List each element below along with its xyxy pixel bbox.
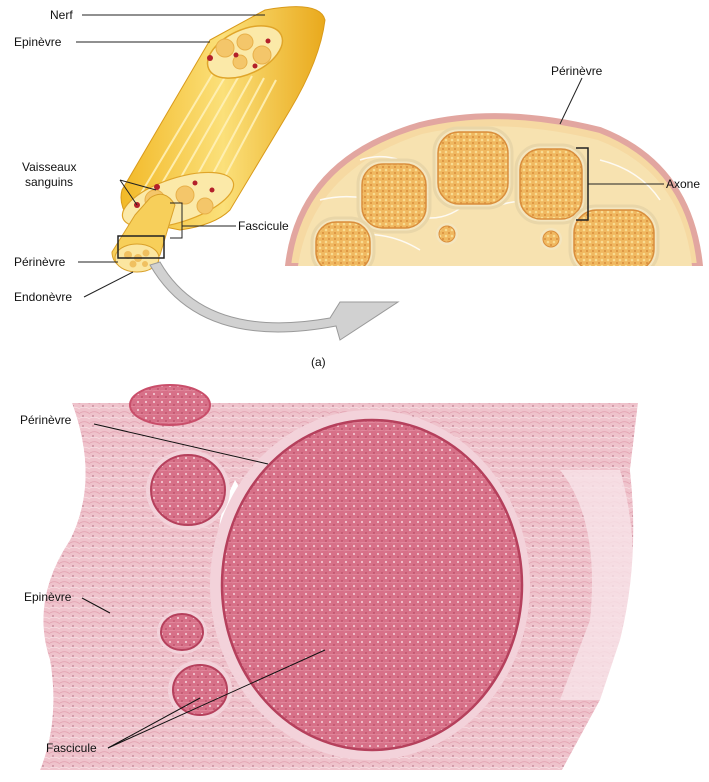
label-axone: Axone xyxy=(666,177,701,191)
label-perinevre-zoom: Périnèvre xyxy=(551,64,603,78)
label-perinevre: Périnèvre xyxy=(14,255,66,269)
label-vaisseaux-line2: sanguins xyxy=(25,175,74,189)
main-fascicle xyxy=(210,410,530,760)
micrograph-image xyxy=(0,384,709,782)
label-nerf: Nerf xyxy=(50,8,73,22)
zoom-arrow xyxy=(149,261,400,341)
micro-label-perinevre: Périnèvre xyxy=(20,413,72,427)
fascicle-protrusion xyxy=(111,193,176,273)
magnified-cross-section xyxy=(280,113,709,286)
figure-caption: (a) xyxy=(311,355,326,369)
label-epinevre: Epinèvre xyxy=(14,35,62,49)
diagram-leader-lines xyxy=(76,14,664,298)
zoom-selection-box xyxy=(117,235,165,259)
fascicle-large-3 xyxy=(514,143,588,225)
fascicle-small-1 xyxy=(436,223,458,245)
micrograph-leader-lines xyxy=(81,423,326,749)
fascicle-lower-left xyxy=(168,660,232,720)
micro-label-fascicule: Fascicule xyxy=(46,741,97,755)
fascicle-small-2 xyxy=(540,228,562,250)
fascicle-large-1 xyxy=(356,158,432,234)
micro-label-epinevre: Epinèvre xyxy=(24,590,72,604)
label-vaisseaux-line1: Vaisseaux xyxy=(22,160,77,174)
label-endonevre: Endonèvre xyxy=(14,290,73,304)
fascicle-small xyxy=(157,610,207,654)
label-fascicule: Fascicule xyxy=(238,219,289,233)
fascicle-upper-left xyxy=(146,450,230,530)
fascicle-large-2 xyxy=(432,126,514,210)
fascicle-large-4 xyxy=(568,204,660,278)
fascicle-large-5 xyxy=(310,216,376,278)
